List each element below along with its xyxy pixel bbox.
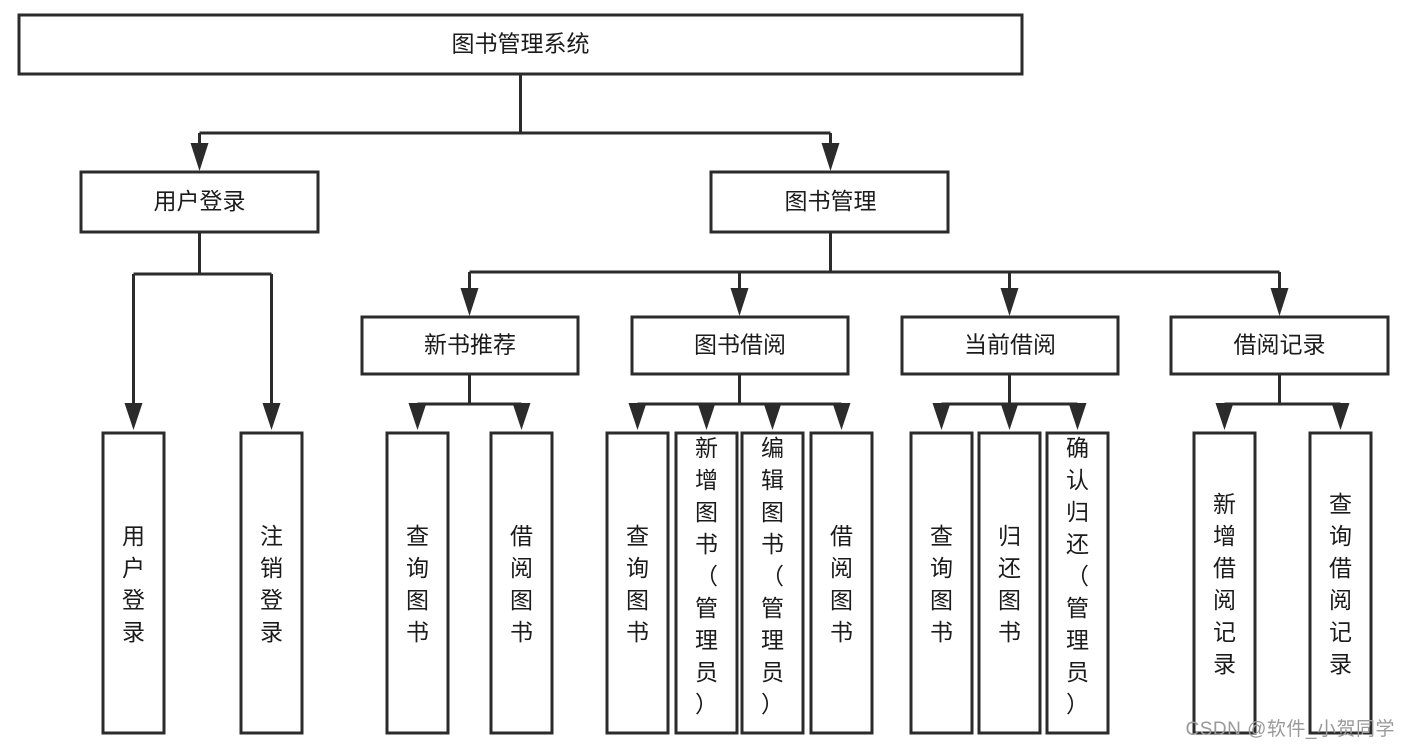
node-new-book-recommend-box[interactable] [360, 315, 580, 376]
leaf-query-book-3-box[interactable] [909, 431, 974, 735]
leaf-edit-book-box[interactable] [740, 431, 805, 735]
node-user-login-box[interactable] [79, 170, 320, 234]
leaf-add-book[interactable]: 新增图书（管理员） [674, 431, 739, 735]
connector-group-user-login [124, 232, 281, 430]
arrowhead-leaf-query-book-1 [408, 403, 427, 430]
leaf-edit-book-label: 编辑图书（管理员） [761, 435, 784, 717]
leaf-borrow-book-2[interactable]: 借阅图书 [809, 431, 874, 735]
leaf-borrow-book-1[interactable]: 借阅图书 [489, 431, 554, 735]
arrowhead-leaf-query-book-2 [628, 403, 647, 430]
leaf-borrow-book-1-box[interactable] [489, 431, 554, 735]
arrowhead-leaf-borrow-book-2 [832, 403, 851, 430]
csdn-watermark: CSDN @软件_小贺同学 [1185, 719, 1395, 740]
node-root[interactable]: 图书管理系统 [17, 13, 1024, 76]
arrowhead-leaf-logout [262, 403, 281, 430]
leaf-query-book-3-label: 查询图书 [930, 523, 953, 645]
leaf-logout-label: 注销登录 [260, 523, 283, 645]
leaf-query-book-1[interactable]: 查询图书 [385, 431, 450, 735]
leaf-add-record[interactable]: 新增借阅记录 [1192, 431, 1257, 735]
connector-group-new-book-recommend [408, 374, 531, 430]
leaf-logout-box[interactable] [239, 431, 304, 735]
connector-group-current-borrow [932, 374, 1087, 430]
node-root-box[interactable] [17, 13, 1024, 76]
node-book-manage[interactable]: 图书管理 [709, 170, 950, 234]
arrowhead-book-borrow [730, 288, 749, 316]
node-user-login-label: 用户登录 [154, 188, 246, 214]
leaf-user-login-label: 用户登录 [122, 523, 145, 645]
node-new-book-recommend-label: 新书推荐 [424, 332, 516, 358]
connector-group-book-manage [460, 232, 1289, 316]
node-book-borrow-box[interactable] [630, 315, 850, 376]
arrowhead-borrow-record [1270, 288, 1289, 316]
leaf-user-login[interactable]: 用户登录 [101, 431, 166, 735]
connector-group-book-borrow [628, 374, 851, 430]
node-current-borrow-label: 当前借阅 [964, 332, 1056, 358]
arrowhead-current-borrow [1000, 288, 1019, 316]
arrowhead-leaf-user-login [124, 403, 143, 430]
node-book-borrow[interactable]: 图书借阅 [630, 315, 850, 376]
arrowhead-leaf-edit-book [763, 403, 782, 430]
node-root-label: 图书管理系统 [452, 31, 590, 57]
leaf-confirm-return-box[interactable] [1045, 431, 1110, 735]
arrowhead-leaf-return-book [1000, 403, 1019, 430]
node-current-borrow-box[interactable] [900, 315, 1120, 376]
leaf-add-record-label: 新增借阅记录 [1213, 491, 1236, 677]
leaf-edit-book[interactable]: 编辑图书（管理员） [740, 431, 805, 735]
arrowhead-user-login [190, 143, 209, 171]
leaf-add-record-box[interactable] [1192, 431, 1257, 735]
leaf-add-book-box[interactable] [674, 431, 739, 735]
leaf-user-login-box[interactable] [101, 431, 166, 735]
leaf-borrow-book-1-label: 借阅图书 [510, 523, 533, 645]
node-new-book-recommend[interactable]: 新书推荐 [360, 315, 580, 376]
leaf-query-record[interactable]: 查询借阅记录 [1308, 431, 1373, 735]
node-user-login[interactable]: 用户登录 [79, 170, 320, 234]
leaf-borrow-book-2-label: 借阅图书 [830, 523, 853, 645]
connector-group-borrow-record [1215, 374, 1350, 430]
leaf-logout[interactable]: 注销登录 [239, 431, 304, 735]
arrowhead-leaf-confirm-return [1068, 403, 1087, 430]
leaf-return-book[interactable]: 归还图书 [977, 431, 1042, 735]
leaf-query-record-label: 查询借阅记录 [1329, 491, 1352, 677]
node-borrow-record-box[interactable] [1169, 315, 1390, 376]
leaf-query-book-2-label: 查询图书 [626, 523, 649, 645]
leaf-borrow-book-2-box[interactable] [809, 431, 874, 735]
arrowhead-leaf-query-book-3 [932, 403, 951, 430]
node-current-borrow[interactable]: 当前借阅 [900, 315, 1120, 376]
arrowhead-leaf-borrow-book-1 [512, 403, 531, 430]
leaf-add-book-label: 新增图书（管理员） [695, 435, 718, 717]
leaf-return-book-box[interactable] [977, 431, 1042, 735]
leaf-return-book-label: 归还图书 [998, 523, 1021, 645]
arrowhead-new-book-recommend [460, 288, 479, 316]
leaf-query-book-1-label: 查询图书 [406, 523, 429, 645]
node-borrow-record[interactable]: 借阅记录 [1169, 315, 1390, 376]
node-borrow-record-label: 借阅记录 [1234, 332, 1326, 358]
node-book-manage-label: 图书管理 [785, 188, 877, 214]
arrowhead-book-manage [821, 143, 840, 171]
arrowhead-leaf-add-book [697, 403, 716, 430]
node-book-manage-box[interactable] [709, 170, 950, 234]
arrowhead-leaf-query-record [1331, 403, 1350, 430]
leaf-query-book-3[interactable]: 查询图书 [909, 431, 974, 735]
leaf-query-book-2-box[interactable] [605, 431, 670, 735]
arrowhead-leaf-add-record [1215, 403, 1234, 430]
leaf-query-book-1-box[interactable] [385, 431, 450, 735]
connector-group-root [190, 74, 840, 171]
leaf-confirm-return-label: 确认归还（管理员） [1066, 435, 1089, 717]
node-book-borrow-label: 图书借阅 [694, 332, 786, 358]
leaf-confirm-return[interactable]: 确认归还（管理员） [1045, 431, 1110, 735]
leaf-query-record-box[interactable] [1308, 431, 1373, 735]
leaf-query-book-2[interactable]: 查询图书 [605, 431, 670, 735]
